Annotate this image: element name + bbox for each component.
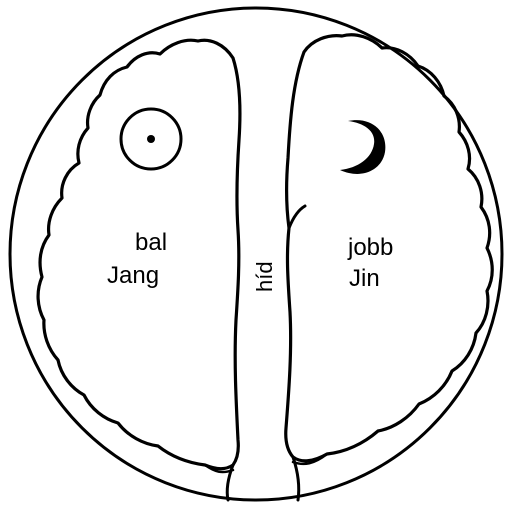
right-principle-label: Jin (349, 265, 380, 292)
outer-circle (10, 8, 502, 500)
sun-icon (121, 109, 181, 169)
sun-center-dot (147, 135, 155, 143)
left-principle-label: Jang (107, 262, 159, 289)
right-side-label: jobb (347, 234, 393, 261)
right-hemisphere-notch (289, 206, 305, 228)
left-side-label: bal (135, 229, 167, 256)
crescent-moon-icon (340, 120, 385, 174)
bridge-label: híd (252, 261, 277, 292)
